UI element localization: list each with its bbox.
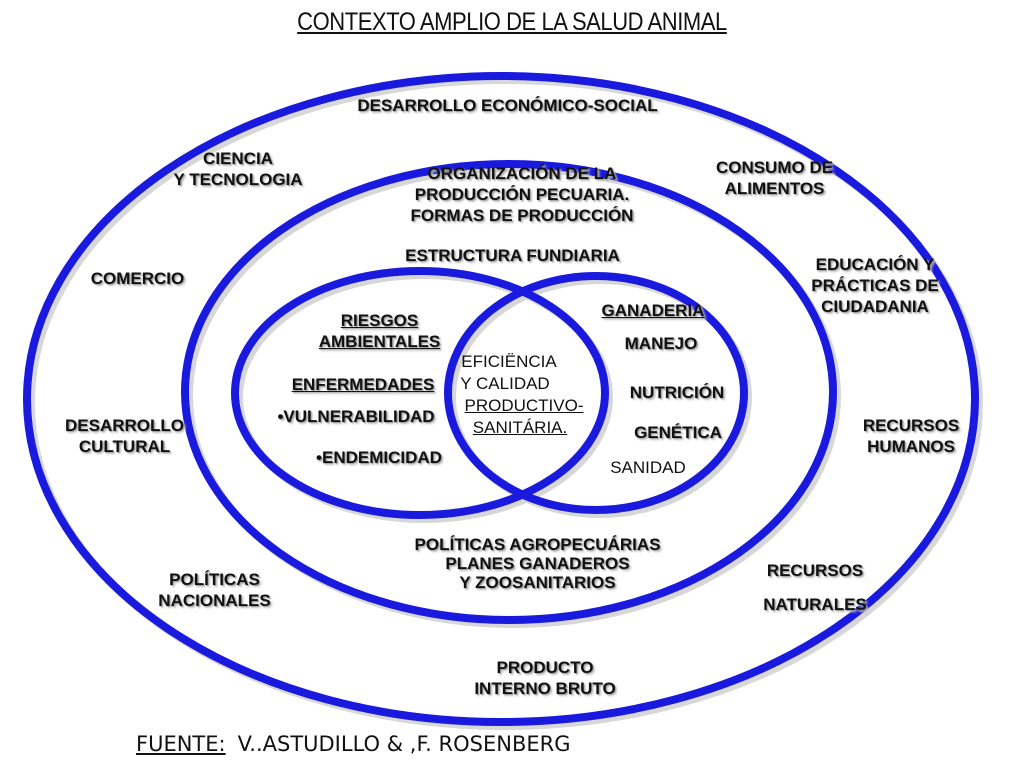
left-circle: [231, 267, 609, 519]
label-sanidad: SANIDAD: [610, 458, 686, 477]
source-text: V..ASTUDILLO & ,F. ROSENBERG: [237, 732, 571, 756]
label-eficiencia-calidad: EFICIËNCIA Y CALIDAD PRODUCTIVO- SANITÁR…: [446, 351, 586, 439]
label-desarrollo-economico: DESARROLLO ECONÓMICO-SOCIAL: [357, 96, 658, 115]
label-nutricion: NUTRICIÓN: [629, 383, 725, 402]
center-line-2: Y CALIDAD: [460, 374, 550, 393]
source-label: FUENTE:: [136, 732, 226, 756]
center-line-1: EFICIËNCIA: [461, 352, 557, 371]
center-line-3: PRODUCTIVO-: [464, 396, 584, 415]
center-line-4: SANITÁRIA.: [472, 418, 568, 437]
label-enfermedades: ENFERMEDADES: [291, 375, 435, 394]
page-title: CONTEXTO AMPLIO DE LA SALUD ANIMAL: [297, 8, 727, 36]
label-estructura-fundiaria: ESTRUCTURA FUNDIARIA: [405, 246, 620, 265]
right-circle: [444, 272, 748, 514]
source-citation: FUENTE: V..ASTUDILLO & ,F. ROSENBERG: [136, 732, 570, 756]
label-genetica: GENÉTICA: [634, 423, 722, 442]
label-vulnerabilidad: •VULNERABILIDAD: [277, 407, 435, 426]
label-comercio: COMERCIO: [90, 269, 185, 288]
label-endemicidad: •ENDEMICIDAD: [316, 448, 442, 467]
label-manejo: MANEJO: [624, 334, 698, 353]
label-ganaderia: GANADERIA: [601, 301, 705, 320]
outer-ring: [23, 72, 979, 726]
middle-ring: [181, 160, 837, 624]
